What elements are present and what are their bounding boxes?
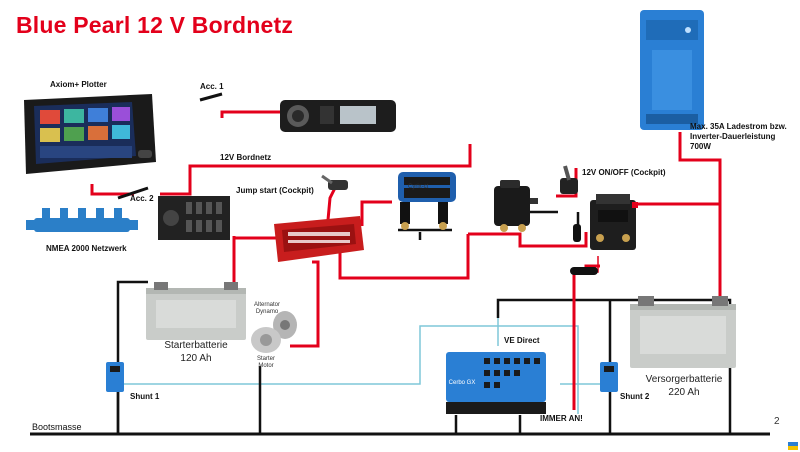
service-battery-label: Versorgerbatterie <box>645 374 723 385</box>
starter-battery-label: Starterbatterie <box>164 340 228 351</box>
agm-battery-icon <box>146 282 246 340</box>
alternator-label: Alternator Dynamo <box>253 302 280 315</box>
starter-battery-capacity: 120 Ah <box>180 353 212 364</box>
charger-label: Max. 35A Ladestrom bzw. Inverter-Dauerle… <box>690 122 787 151</box>
corner-mark-icon <box>788 442 798 450</box>
plotter-label: Axiom+ Plotter <box>50 80 107 89</box>
page-number: 2 <box>774 416 780 427</box>
acc2-label: Acc. 2 <box>130 194 154 203</box>
acc1-label: Acc. 1 <box>200 82 224 91</box>
onoff-label: 12V ON/OFF (Cockpit) <box>582 168 666 177</box>
toggle-switch-icon <box>560 165 578 194</box>
multiplus-inverter-charger-icon <box>640 10 704 130</box>
chartplotter-display-icon <box>24 94 156 174</box>
inline-fuse-icon <box>573 224 581 242</box>
bootsmasse-label: Bootsmasse <box>32 422 82 432</box>
page-title: Blue Pearl 12 V Bordnetz <box>16 12 294 38</box>
circuit-breaker-icon <box>590 194 638 250</box>
positive-wires <box>90 110 722 410</box>
shunt1-label: Shunt 1 <box>130 392 160 401</box>
nmea-network-icon <box>26 208 138 232</box>
marine-stereo-icon <box>280 100 396 132</box>
agm-battery-icon <box>630 296 736 368</box>
power-distribution-bus-icon <box>274 216 364 262</box>
ve-direct-label: VE Direct <box>504 336 540 345</box>
cerbo-label: Cerbo GX <box>448 380 476 386</box>
battery-combiner-icon <box>398 172 456 230</box>
acc-switches <box>117 92 223 200</box>
switch-panel-icon <box>158 196 230 240</box>
jump-start-label: Jump start (Cockpit) <box>236 186 314 195</box>
starter-motor-icon <box>251 327 281 353</box>
bordnetz-label: 12V Bordnetz <box>220 153 272 162</box>
cerbo-gx-icon <box>446 352 546 414</box>
cyrix-label: Cyrix-ct <box>408 184 429 190</box>
toggle-switch-icon <box>321 174 348 190</box>
alternator-icon <box>273 311 297 339</box>
shunt-icon <box>106 362 124 392</box>
starter-motor-label: Starter Motor <box>256 356 275 369</box>
data-wires <box>110 318 600 414</box>
relay-icon <box>494 180 538 232</box>
shunt-icon <box>600 362 618 392</box>
immer-an-label: IMMER AN! <box>540 414 583 423</box>
service-battery-capacity: 220 Ah <box>668 387 700 398</box>
inline-fuse-icon <box>570 267 598 275</box>
nmea-label: NMEA 2000 Netzwerk <box>46 244 127 253</box>
shunt2-label: Shunt 2 <box>620 392 650 401</box>
